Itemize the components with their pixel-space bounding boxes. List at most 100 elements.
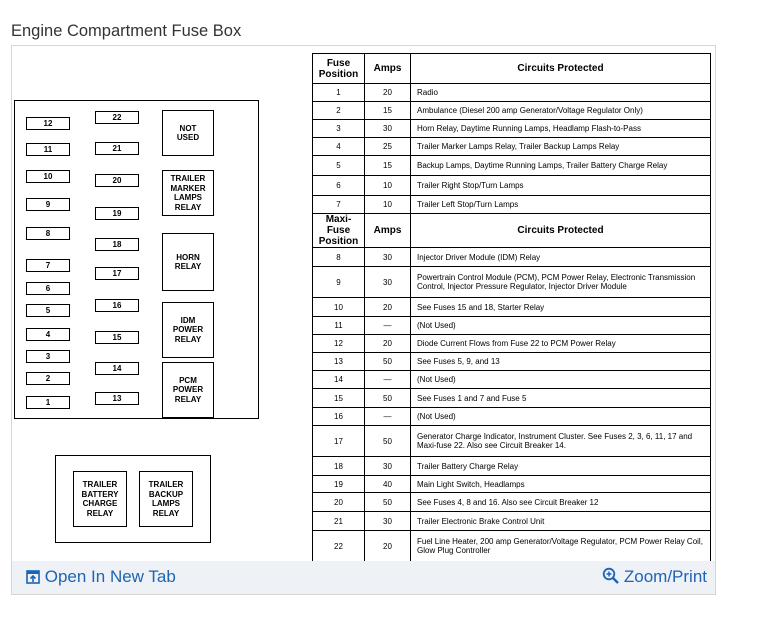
- fuse-position-cell: 18: [312, 456, 365, 476]
- diagram-frame: [11, 45, 716, 595]
- amps-cell: 40: [364, 475, 411, 493]
- amps-cell: 50: [364, 425, 411, 457]
- fuse-3: 3: [26, 350, 70, 363]
- table-row: 16—(Not Used): [312, 407, 711, 426]
- amps-cell: —: [364, 370, 411, 389]
- lower-relay-2: TRAILER BACKUP LAMPS RELAY: [139, 471, 193, 527]
- amps-cell: 15: [364, 155, 411, 176]
- circuit-cell: Horn Relay, Daytime Running Lamps, Headl…: [410, 119, 711, 138]
- zoom-print-link[interactable]: Zoom/Print: [602, 567, 707, 587]
- fuse-22: 22: [95, 111, 139, 124]
- amps-cell: —: [364, 316, 411, 335]
- zoom-in-icon: [602, 567, 619, 584]
- amps-cell: 30: [364, 456, 411, 476]
- amps-cell: —: [364, 407, 411, 426]
- fuse-position-cell: 22: [312, 530, 365, 562]
- relay-3: HORN RELAY: [162, 233, 214, 291]
- circuit-cell: (Not Used): [410, 316, 711, 335]
- relay-2: TRAILER MARKER LAMPS RELAY: [162, 170, 214, 216]
- circuit-cell: Injector Driver Module (IDM) Relay: [410, 247, 711, 267]
- amps-cell: 30: [364, 266, 411, 298]
- circuit-cell: Generator Charge Indicator, Instrument C…: [410, 425, 711, 457]
- column-header: Amps: [364, 53, 411, 84]
- fuse-4: 4: [26, 328, 70, 341]
- amps-cell: 20: [364, 334, 411, 353]
- circuit-cell: Main Light Switch, Headlamps: [410, 475, 711, 493]
- circuit-cell: Backup Lamps, Daytime Running Lamps, Tra…: [410, 155, 711, 176]
- fuse-19: 19: [95, 207, 139, 220]
- fuse-position-cell: 13: [312, 352, 365, 371]
- amps-cell: 10: [364, 175, 411, 196]
- circuit-cell: Fuel Line Heater, 200 amp Generator/Volt…: [410, 530, 711, 562]
- column-header: Circuits Protected: [410, 53, 711, 84]
- amps-cell: 30: [364, 119, 411, 138]
- circuit-cell: Radio: [410, 83, 711, 102]
- fuse-12: 12: [26, 117, 70, 130]
- fuse-2: 2: [26, 372, 70, 385]
- amps-cell: 50: [364, 388, 411, 408]
- open-in-new-tab-label: Open In New Tab: [44, 567, 176, 586]
- fuse-13: 13: [95, 392, 139, 405]
- column-header: Amps: [364, 213, 411, 248]
- fuse-21: 21: [95, 142, 139, 155]
- circuit-cell: Diode Current Flows from Fuse 22 to PCM …: [410, 334, 711, 353]
- circuit-cell: Trailer Left Stop/Turn Lamps: [410, 195, 711, 214]
- column-header: Maxi-Fuse Position: [312, 213, 365, 248]
- fuse-11: 11: [26, 143, 70, 156]
- amps-cell: 50: [364, 352, 411, 371]
- fuse-position-cell: 11: [312, 316, 365, 335]
- circuit-cell: See Fuses 4, 8 and 16. Also see Circuit …: [410, 492, 711, 512]
- open-in-new-tab-link[interactable]: Open In New Tab: [26, 567, 176, 587]
- amps-cell: 20: [364, 83, 411, 102]
- open-new-tab-icon: [26, 570, 40, 584]
- fuse-position-cell: 17: [312, 425, 365, 457]
- amps-cell: 10: [364, 195, 411, 214]
- amps-cell: 20: [364, 297, 411, 317]
- circuit-cell: See Fuses 15 and 18, Starter Relay: [410, 297, 711, 317]
- fuse-position-cell: 5: [312, 155, 365, 176]
- table-row: 14—(Not Used): [312, 370, 711, 389]
- circuit-cell: Ambulance (Diesel 200 amp Generator/Volt…: [410, 101, 711, 120]
- amps-cell: 30: [364, 511, 411, 531]
- fuse-position-cell: 14: [312, 370, 365, 389]
- fuse-15: 15: [95, 331, 139, 344]
- fuse-position-cell: 9: [312, 266, 365, 298]
- column-header: Circuits Protected: [410, 213, 711, 248]
- fuse-7: 7: [26, 259, 70, 272]
- lower-relay-1: TRAILER BATTERY CHARGE RELAY: [73, 471, 127, 527]
- fuse-5: 5: [26, 304, 70, 317]
- fuse-position-cell: 3: [312, 119, 365, 138]
- circuit-cell: Trailer Marker Lamps Relay, Trailer Back…: [410, 137, 711, 156]
- circuit-cell: See Fuses 1 and 7 and Fuse 5: [410, 388, 711, 408]
- zoom-print-label: Zoom/Print: [623, 567, 707, 586]
- fuse-position-cell: 12: [312, 334, 365, 353]
- amps-cell: 20: [364, 530, 411, 562]
- amps-cell: 15: [364, 101, 411, 120]
- fuse-position-cell: 4: [312, 137, 365, 156]
- fuse-14: 14: [95, 362, 139, 375]
- circuit-cell: Trailer Right Stop/Turn Lamps: [410, 175, 711, 196]
- fuse-1: 1: [26, 396, 70, 409]
- relay-1: NOT USED: [162, 110, 214, 156]
- fuse-position-cell: 2: [312, 101, 365, 120]
- amps-cell: 30: [364, 247, 411, 267]
- fuse-10: 10: [26, 170, 70, 183]
